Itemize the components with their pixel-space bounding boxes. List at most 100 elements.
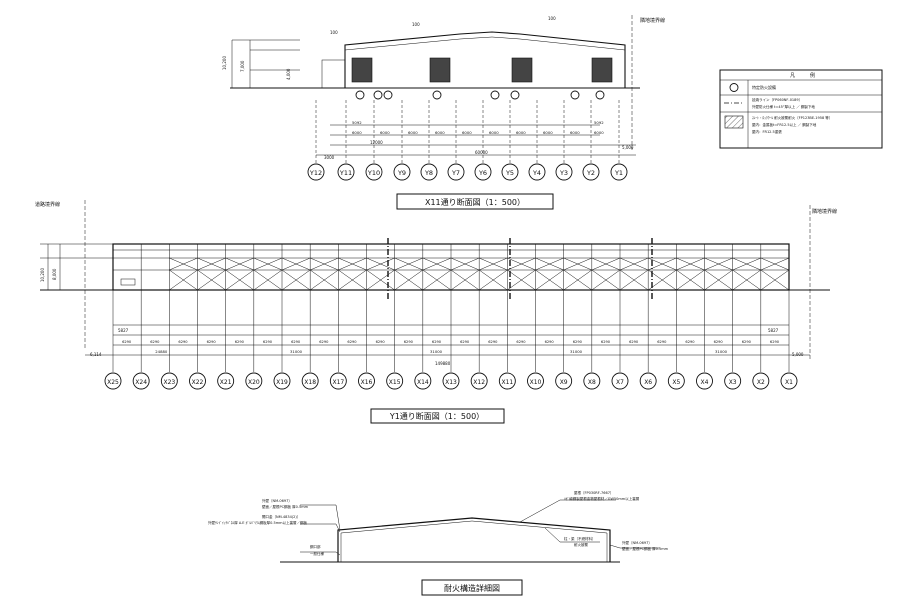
brace-line (253, 269, 283, 291)
x11-dim-row2: 6000 (489, 130, 499, 135)
y1-grid-label: X2 (757, 379, 765, 386)
y1-bay-dim: 6290 (573, 340, 583, 344)
y1-dim-total: 149880 (435, 361, 451, 366)
y1-grid-label: X24 (135, 379, 147, 386)
y1-bay-dim: 6290 (629, 340, 639, 344)
x11-grid-label: Y5 (505, 169, 514, 177)
x11-dim-total: 60000 (475, 150, 488, 155)
brace-line (169, 257, 198, 271)
y1-title: Y1通り断面図（1：500） (389, 411, 484, 421)
shutter-door (351, 57, 373, 83)
y1-title-block: Y1通り断面図（1：500） (370, 408, 505, 424)
y1-bay-dim: 6290 (263, 340, 273, 344)
shutter-door (591, 57, 613, 83)
y1-group-dim: 31000 (290, 349, 303, 354)
x11-grid-label: Y10 (367, 169, 380, 177)
x11-height-low: 4,000 (286, 68, 291, 80)
x11-top-dim-1: 100 (330, 30, 338, 35)
y1-bay-dim: 6290 (291, 340, 301, 344)
x11-grid-label: Y3 (559, 169, 568, 177)
brace-line (197, 269, 226, 291)
x11-dim-row1: 5092 (352, 120, 362, 125)
fire-detail-title-block: 耐火構造詳細図 (421, 579, 523, 596)
y1-grid-marker (724, 372, 742, 390)
y1-bay-dim: 6290 (714, 340, 724, 344)
boundary-label-road: 道路境界線 (35, 201, 60, 208)
brace-line (281, 257, 311, 271)
y1-bay-dim: 6290 (516, 340, 526, 344)
y1-grid-label: X18 (304, 379, 316, 386)
y1-bay-dim: 6290 (657, 340, 667, 344)
x11-top-dim-3: 100 (548, 16, 556, 21)
y1-bay-dim: 6290 (404, 340, 414, 344)
x11-grid-marker (610, 163, 628, 181)
x11-grid-marker (555, 163, 573, 181)
y1-grid-marker (527, 372, 544, 390)
y1-grid-label: X25 (107, 379, 119, 386)
x11-grid-marker (582, 163, 600, 181)
x11-grid-label: Y8 (424, 169, 433, 177)
x11-dim-row2: 6000 (435, 130, 445, 135)
legend-row3b: 屋内：金属板t=FR12.5以上 ／ 鋼製下地 (752, 122, 817, 127)
x11-grid-marker (528, 163, 546, 181)
y1-grid-label: X1 (785, 379, 793, 386)
y1-grid-marker (442, 372, 460, 390)
x11-grid-marker (393, 163, 411, 181)
y1-grid-marker (780, 372, 798, 390)
fire-door-symbol-icon (373, 90, 383, 100)
y1-grid-label: X5 (672, 379, 680, 386)
shutter-door (429, 57, 451, 83)
shutter-door (511, 57, 533, 83)
brace-line (507, 257, 536, 271)
y1-bay-dim: 6290 (545, 340, 555, 344)
x11-dim-right: 5,000 (622, 145, 634, 150)
x11-grid-label: Y9 (397, 169, 406, 177)
y1-grid-label: X8 (588, 379, 596, 386)
fire-door-symbol-icon (432, 90, 442, 100)
x11-dim-row1: 5092 (594, 120, 604, 125)
x11-height-eave: 7,000 (240, 60, 245, 72)
brace-line (253, 257, 283, 271)
brace-line (169, 269, 198, 291)
y1-grid-marker (358, 372, 375, 390)
x11-title: X11通り断面図（1：500） (425, 197, 525, 207)
fire-detail-drawing: 外壁〔NM-0697〕 壁面／屋根PC鋼板 厚0.5mm 開口金〔NM-4834… (208, 490, 669, 563)
brace-line (450, 257, 480, 271)
y1-dim-left: 6,114 (90, 352, 102, 357)
brace-line (648, 257, 677, 271)
y1-grid-marker (555, 372, 573, 390)
x11-grid-marker (501, 163, 519, 181)
boundary-label-top: 隣地境界線 (640, 17, 665, 24)
y1-bay-dim: 6290 (319, 340, 329, 344)
y1-group-dim: 31000 (570, 349, 583, 354)
fire-door-symbol-icon (383, 90, 393, 100)
fire-note-top-left-1: 外壁〔NM-0697〕 (262, 498, 292, 503)
brace-line (535, 269, 564, 291)
brace-line (619, 269, 649, 291)
y1-grid-label: X14 (417, 379, 429, 386)
y1-group-dim: 31000 (430, 349, 443, 354)
brace-line (676, 269, 705, 291)
legend-row3a: ｽﾚｰﾄ・ﾛｯｸｳｰﾙ 耐火被覆耐火〔FP123BE-1958 等〕 (752, 115, 832, 120)
y1-grid-label: X20 (248, 379, 260, 386)
brace-line (366, 269, 395, 291)
y1-grid-marker (470, 372, 488, 390)
y1-grid-label: X21 (220, 379, 232, 386)
brace-line (394, 269, 423, 291)
fire-door-symbol-icon (595, 90, 605, 100)
y1-bay-dim: 6290 (235, 340, 245, 344)
brace-line (563, 257, 592, 271)
legend-row2b: 外壁防火仕様 t=45°厚以上 ／ 鋼製下地 (752, 104, 815, 109)
y1-end-dim-right: 5827 (768, 328, 779, 333)
y1-grid-marker (104, 372, 122, 390)
y1-grid-label: X3 (729, 379, 737, 386)
y1-grid-marker (583, 372, 601, 390)
x11-grid-label: Y2 (586, 169, 595, 177)
y1-height-total: 10,200 (40, 268, 45, 282)
y1-grid-label: X22 (192, 379, 204, 386)
y1-bay-dim: 6290 (178, 340, 188, 344)
x11-title-block: X11通り断面図（1：500） (396, 193, 554, 210)
fire-wall-hatch-icon (724, 115, 744, 129)
x11-grid-marker (474, 163, 492, 181)
x11-dim-inner: 12000 (370, 140, 383, 145)
